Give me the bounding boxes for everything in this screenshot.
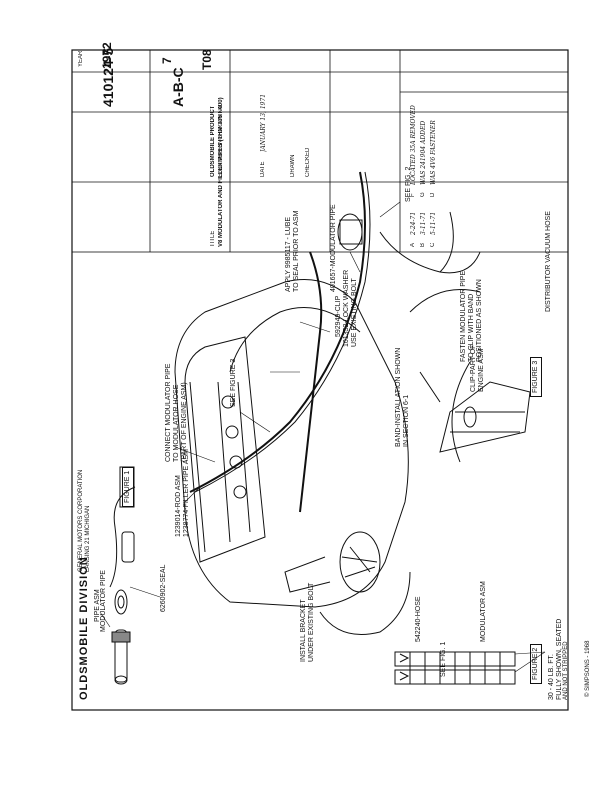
callout-connect-mod3: (PART OF ENGINE ASM) [181,382,188,462]
callout-washer: 101352-LOCK WASHER [343,269,350,347]
callout-fasten: FASTEN MODULATOR PIPE [460,270,467,362]
callout-band-inst2: IN SECTION 6-1 [403,394,410,447]
callout-connect-mod2: TO MODULATOR HOSE [173,384,180,462]
tb-product: OLDSMOBILE PRODUCT [210,105,216,177]
tb-drawn-label: DRAWN [290,154,296,177]
tb-engineering: ENGINEERING DRAWING [218,104,224,177]
callout-filler-pipe: 1238774-FILLER PIPE ASM [183,449,190,537]
callout-hose: 542240-HOSE [415,596,422,642]
revision-row: A 2-24-71 F LOCATED 35A REMOVED [410,57,420,247]
callout-use-bolt: USE EXISTING BOLT [351,278,358,347]
tb-date: JANUARY 13, 1971 [260,93,267,152]
tb-group: 7 [160,57,174,64]
filler-pipe-path [299,251,323,513]
tb-year: 1972 [100,42,114,69]
title-block [71,49,569,253]
tb-checked-label: CHECKED [305,147,311,177]
note-torque: 30 - 40 LB. FT. [548,654,555,700]
revision-row: B 3-11-71 G WAS 241904 ADDED [420,57,430,247]
callout-fasten2: TO CLIP WITH BAND [468,293,475,362]
callout-mod-asm: MODULATOR ASM [480,581,487,642]
revision-sym: C [430,242,436,247]
callout-clip: 592949-CLIP [335,295,342,337]
city-name: LANSING 21 MICHIGAN [85,505,91,572]
figure2-hose-detail [394,651,516,685]
figure2-label: FIGURE 2 [530,643,542,684]
note-apply: APPLY 9985117 - LUBE [285,216,292,292]
revision-desc: LOCATED 35A REMOVED [410,105,417,185]
callout-see-fig1: SEE FIG. 1 [440,641,447,677]
figure3-band-detail [419,361,531,463]
revision-date: 3-11-71 [420,211,427,235]
callout-rod-asm: 1239014-ROD ASM [175,475,182,537]
tb-year-label: YEAR [78,50,84,67]
callout-mod-pipe-b: MODULATOR PIPE [100,570,107,632]
callout-install-bracket2: UNDER EXISTING BOLT [308,582,315,662]
callout-fasten3: POSITIONED AS SHOWN [476,279,483,362]
tb-page: T08 [200,49,214,70]
revision-sym: B [420,242,426,247]
revision-row: C 5-11-71 D WAS 4V6 FASTENER [430,57,440,247]
revision-desc: WAS 241904 ADDED [420,120,427,185]
callout-mod-pipe: 401657-MODULATOR PIPE [330,204,337,292]
revision-date: 5-11-71 [430,211,437,235]
callout-seal: 6260902-SEAL [160,564,167,612]
revision-by: D [430,192,436,197]
tb-date-label: DATE [260,161,266,177]
revision-desc: WAS 4V6 FASTENER [430,120,437,185]
corp-name: GENERAL MOTORS CORPORATION [78,469,84,572]
figure1-seal-detail [109,466,136,685]
division-title: OLDSMOBILE DIVISION [78,556,90,700]
callout-see-fig3: SEE FIGURE 3 [230,358,237,407]
revision-list: A 2-24-71 F LOCATED 35A REMOVED B 3-11-7… [410,57,440,247]
tb-title-label: TITLE [210,230,216,247]
modulator-pipe-path [189,171,366,493]
engine-illustration [174,171,481,635]
callout-band-inst: BAND-INSTALLATION SHOWN [395,347,402,447]
note-apply2: TO SEAL PRIOR TO ASM [293,210,300,292]
figure1-label: FIGURE 1 [122,466,134,507]
figure3-label: FIGURE 3 [530,356,542,397]
revision-date: 2-24-71 [410,211,417,235]
revision-sym: A [410,242,416,247]
revision-by: G [420,192,426,197]
note-fully-shown2: AND NOT STRIPPED [563,641,569,700]
callout-install-bracket: INSTALL BRACKET [300,599,307,662]
tb-sheet: A-B-C [170,67,186,107]
footer-copyright: © SIMPSONS - 1968 [585,640,591,697]
callout-connect-mod: CONNECT MODULATOR PIPE [165,363,172,462]
revision-by: F [410,193,416,197]
callout-dist-vac: DISTRIBUTOR VACUUM HOSE [545,211,552,312]
